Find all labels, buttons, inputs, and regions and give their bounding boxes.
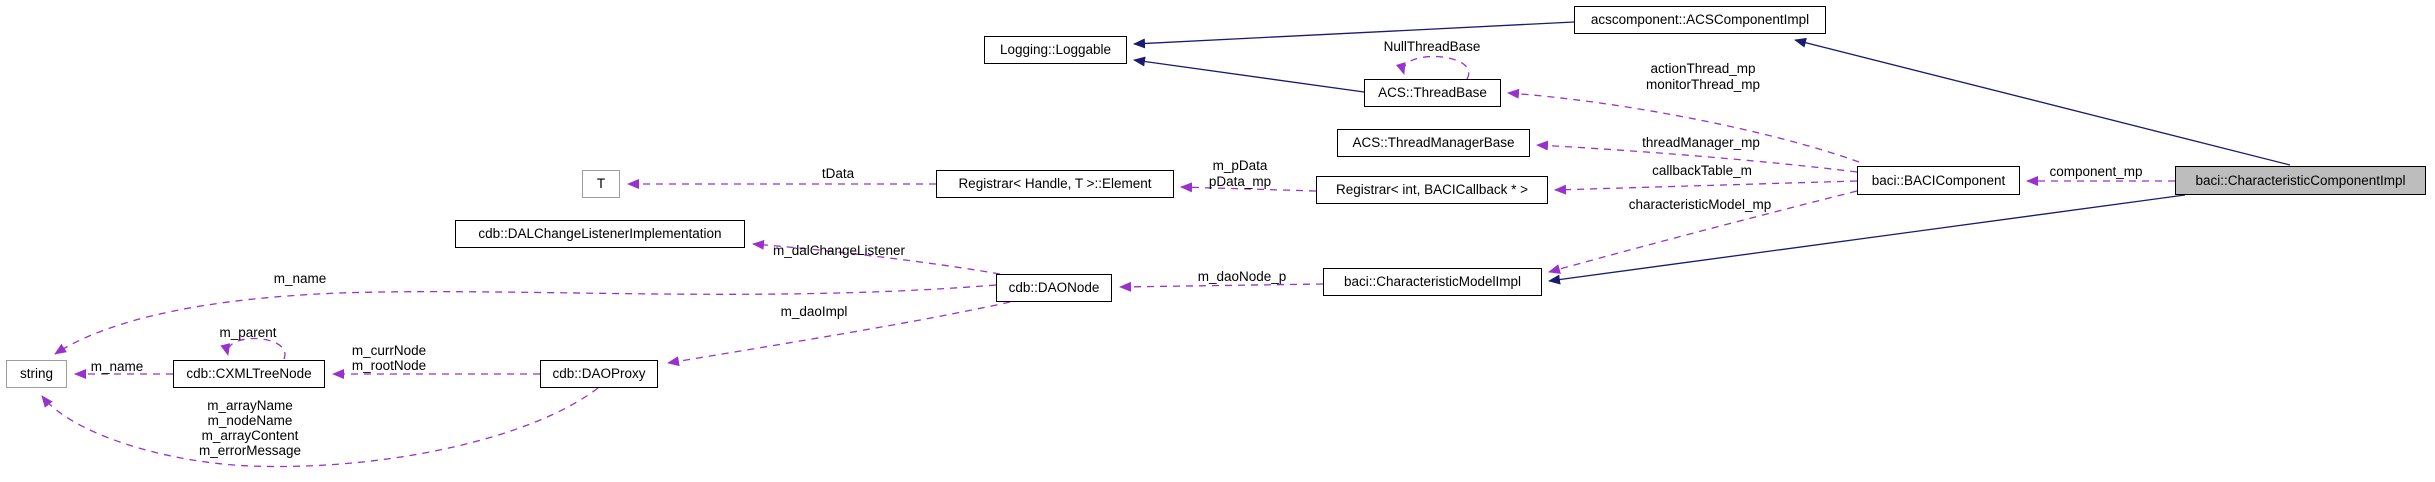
edge-label-m-name-left: m_name [90,359,144,374]
edge-member-mparent-selfloop [220,337,286,360]
edge-label-m-arraycontent: m_arrayContent [201,428,299,443]
edge-member-threadmanager [1536,140,1858,173]
class-node-daonode-label: cdb::DAONode [1008,280,1100,296]
class-node-threadmanagerbase-label: ACS::ThreadManagerBase [1352,135,1515,151]
class-node-characteristiccomponentimpl-current: baci::CharacteristicComponentImpl [2175,166,2426,195]
edge-inheritance-threadbase-loggable [1133,56,1365,93]
edge-member-pdata [1180,182,1317,193]
edge-member-callbacktable [1554,180,1858,195]
edge-label-m-parent: m_parent [219,325,277,340]
class-node-threadbase[interactable]: ACS::ThreadBase [1364,79,1501,107]
template-param-node-t: T [582,170,620,198]
edge-label-m-nodename: m_nodeName [207,413,293,428]
edge-label-pdata-mp: pData_mp [1208,174,1272,189]
class-node-string-label: string [19,366,53,382]
edge-member-characteristicmodel [1548,190,1858,274]
class-node-loggable-label: Logging::Loggable [999,42,1112,58]
class-node-characteristiccomponentimpl-label: baci::CharacteristicComponentImpl [2195,172,2406,188]
class-node-registrar-element-label: Registrar< Handle, T >::Element [958,176,1152,192]
edge-label-m-currnode: m_currNode [351,343,427,358]
edge-label-m-errormessage: m_errorMessage [198,443,302,458]
class-node-registrar-int-bacicallback[interactable]: Registrar< int, BACICallback * > [1316,176,1548,204]
edge-label-monitorthread-mp: monitorThread_mp [1645,77,1761,92]
class-node-daonode[interactable]: cdb::DAONode [996,274,1112,302]
edge-label-m-daoimpl: m_daoImpl [780,304,848,319]
class-node-cxmltreenode-label: cdb::CXMLTreeNode [186,366,312,382]
edge-inheritance-acscomponentimpl-loggable [1133,21,1575,49]
edge-label-m-name-top: m_name [273,271,327,286]
edge-label-m-pdata: m_pData [1212,158,1268,173]
class-node-dalchangelistenerimplementation-label: cdb::DALChangeListenerImplementation [478,226,722,242]
edge-label-m-dalchangelistener: m_dalChangeListener [772,243,906,258]
class-node-daoproxy[interactable]: cdb::DAOProxy [540,360,658,388]
edge-label-m-daonode-p: m_daoNode_p [1197,269,1287,284]
class-node-registrar-element[interactable]: Registrar< Handle, T >::Element [936,170,1174,198]
class-node-bacicomponent-label: baci::BACIComponent [1871,172,2006,188]
edge-label-tdata: tData [821,166,855,181]
template-param-node-t-label: T [596,176,606,192]
class-node-cxmltreenode[interactable]: cdb::CXMLTreeNode [173,360,325,388]
class-node-acscomponentimpl[interactable]: acscomponent::ACSComponentImpl [1574,6,1826,34]
class-node-registrar-int-bacicallback-label: Registrar< int, BACICallback * > [1335,182,1529,198]
edge-label-characteristicmodel-mp: characteristicModel_mp [1628,197,1772,212]
class-node-dalchangelistenerimplementation[interactable]: cdb::DALChangeListenerImplementation [455,220,745,248]
edge-label-m-arrayname: m_arrayName [207,398,293,413]
class-node-threadmanagerbase[interactable]: ACS::ThreadManagerBase [1337,129,1530,157]
edge-member-dalchangelistener [752,239,1001,275]
edge-label-component-mp: component_mp [2049,164,2143,179]
edge-label-nullthreadbase: NullThreadBase [1383,39,1481,54]
edge-member-nullthreadbase-selfloop [1396,55,1470,80]
class-node-characteristicmodelimpl-label: baci::CharacteristicModelImpl [1343,274,1522,290]
edge-member-mname-daonode-string [54,284,997,355]
edge-label-threadmanager-mp: threadManager_mp [1642,135,1760,150]
edge-inheritance-charcomponentimpl-acscomponentimpl [1794,37,2291,166]
class-node-daoproxy-label: cdb::DAOProxy [552,366,646,382]
edge-member-daoimpl [667,301,1011,367]
class-node-characteristicmodelimpl[interactable]: baci::CharacteristicModelImpl [1323,268,1542,296]
class-node-loggable[interactable]: Logging::Loggable [984,36,1127,64]
edge-member-actionthread-monitorthread [1507,88,1860,163]
edge-label-actionthread-mp: actionThread_mp [1650,61,1756,76]
edge-label-callbacktable-m: callbackTable_m [1652,163,1752,178]
edge-member-daonode-p [1119,281,1324,292]
class-node-string: string [6,360,67,388]
class-node-acscomponentimpl-label: acscomponent::ACSComponentImpl [1590,12,1810,28]
edge-label-m-rootnode: m_rootNode [351,358,427,373]
edge-inheritance-charcomponentimpl-charmodelimpl [1548,194,2186,285]
edge-member-daoproxy-string [41,387,599,468]
class-node-threadbase-label: ACS::ThreadBase [1378,85,1487,101]
class-node-bacicomponent[interactable]: baci::BACIComponent [1857,166,2020,195]
